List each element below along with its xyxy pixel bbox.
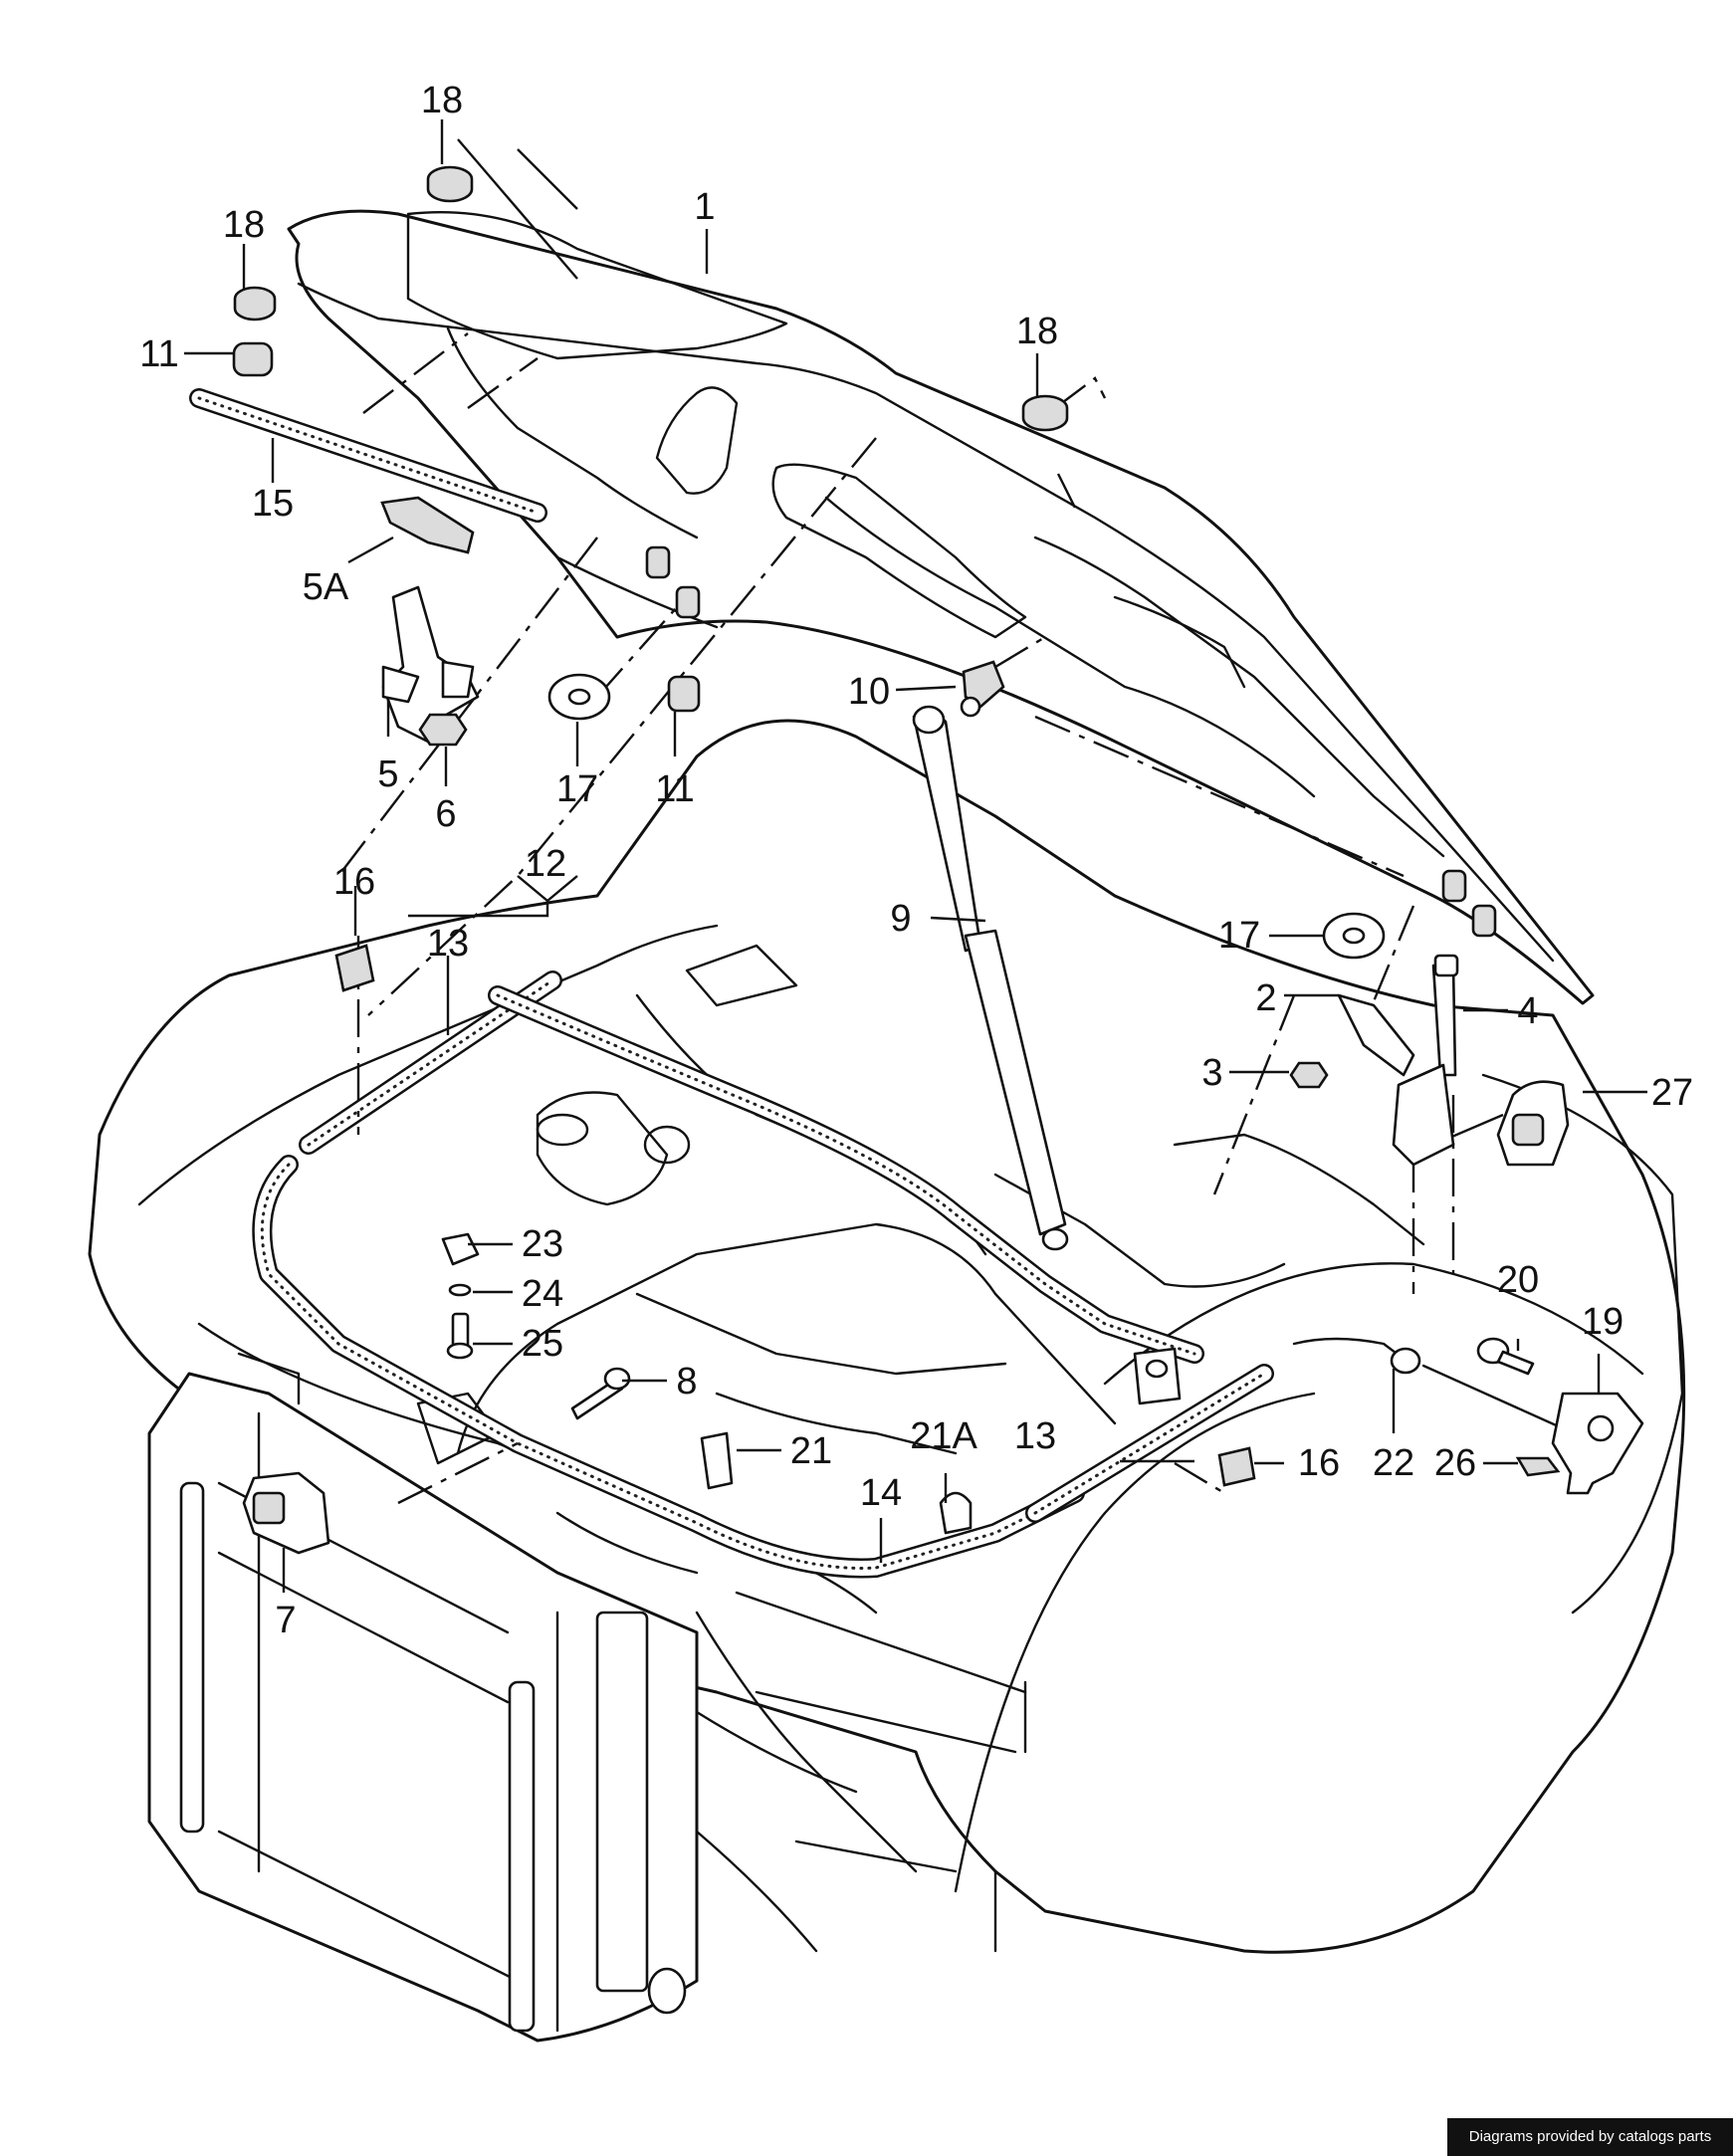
callout-1: 1 xyxy=(694,186,715,228)
callout-20: 20 xyxy=(1497,1259,1539,1301)
lever-19 xyxy=(1551,1392,1644,1495)
callout-13-right: 13 xyxy=(1014,1415,1056,1457)
callout-27: 27 xyxy=(1651,1072,1693,1114)
plate-5A xyxy=(380,496,475,554)
bracket-23-24-25 xyxy=(441,1232,480,1360)
callout-16-right: 16 xyxy=(1298,1442,1340,1484)
callout-18-left: 18 xyxy=(223,204,265,246)
callout-14: 14 xyxy=(860,1472,902,1514)
hinge-2-3-4 xyxy=(1289,954,1459,1167)
callout-4: 4 xyxy=(1517,990,1538,1032)
callout-labels: 1 2 3 4 5 5A 6 7 8 9 10 11 11 12 13 13 1… xyxy=(139,80,1693,1641)
clips-16 xyxy=(334,944,1256,1487)
seal-strips xyxy=(189,388,1274,1579)
callout-5: 5 xyxy=(377,754,398,795)
callout-17-right: 17 xyxy=(1218,915,1260,957)
callout-13-left: 13 xyxy=(427,923,469,965)
callout-7: 7 xyxy=(275,1600,296,1641)
clip-21 xyxy=(700,1431,734,1490)
hood-bumpers-18 xyxy=(233,165,1069,432)
latch-bracket xyxy=(1133,1347,1182,1405)
callout-18-top: 18 xyxy=(421,80,463,121)
assembly-lines xyxy=(337,138,1504,1505)
callout-19: 19 xyxy=(1582,1301,1624,1343)
gas-strut-9 xyxy=(912,705,1069,1251)
ball-stud-10 xyxy=(960,660,1005,718)
callout-25: 25 xyxy=(522,1323,563,1365)
leader-lines xyxy=(184,119,1647,1593)
nut-6 xyxy=(418,713,468,747)
vehicle-body xyxy=(88,719,1686,2043)
buffers-11 xyxy=(232,341,1497,938)
callout-10: 10 xyxy=(848,671,890,713)
callout-15: 15 xyxy=(252,483,294,525)
callout-24: 24 xyxy=(522,1273,563,1315)
callout-11-center: 11 xyxy=(655,768,694,810)
hood-panel xyxy=(287,209,1595,1005)
callout-5A: 5A xyxy=(303,566,349,608)
lock-7 xyxy=(242,1471,330,1555)
callout-9: 9 xyxy=(890,898,911,940)
callout-23: 23 xyxy=(522,1223,563,1265)
footer-credit: Diagrams provided by catalogs parts xyxy=(1447,2118,1733,2156)
lock-housing-27 xyxy=(1496,1080,1570,1167)
callout-12: 12 xyxy=(525,843,566,885)
callout-21A: 21A xyxy=(910,1415,977,1457)
callout-26: 26 xyxy=(1434,1442,1476,1484)
bolt-8 xyxy=(570,1367,631,1420)
callout-17-center: 17 xyxy=(556,768,598,810)
pad-26 xyxy=(1515,1456,1561,1477)
callout-11-left: 11 xyxy=(139,333,178,375)
bolt-20 xyxy=(1476,1337,1535,1376)
callout-6: 6 xyxy=(435,793,456,835)
callout-21: 21 xyxy=(790,1430,832,1472)
callout-3: 3 xyxy=(1201,1052,1222,1094)
cable-22 xyxy=(1292,1337,1565,1430)
callout-8: 8 xyxy=(676,1361,697,1402)
callout-18-right: 18 xyxy=(1016,311,1058,352)
callout-22: 22 xyxy=(1373,1442,1414,1484)
callout-2: 2 xyxy=(1255,977,1276,1019)
lock-5 xyxy=(381,585,480,744)
callout-16-left: 16 xyxy=(333,861,375,903)
